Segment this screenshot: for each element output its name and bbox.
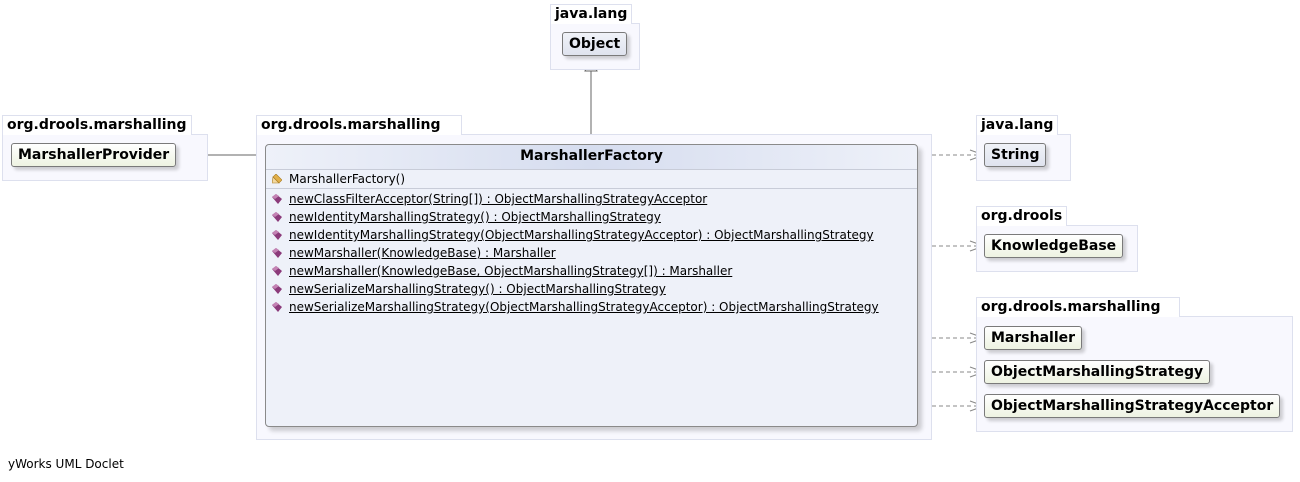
method-signature: newIdentityMarshallingStrategy(ObjectMar… (289, 228, 874, 242)
package-label: java.lang (976, 115, 1059, 135)
package-label: org.drools.marshalling (256, 115, 462, 135)
footer-credit: yWorks UML Doclet (8, 457, 124, 471)
method-member[interactable]: newSerializeMarshallingStrategy() : Obje… (266, 280, 917, 298)
class-object-marshalling-strategy[interactable]: ObjectMarshallingStrategy (984, 360, 1211, 384)
static-method-icon (272, 248, 282, 258)
static-method-icon (272, 302, 282, 312)
class-marshaller-factory[interactable]: MarshallerFactory MarshallerFactory() ne… (265, 144, 918, 427)
method-member[interactable]: newSerializeMarshallingStrategy(ObjectMa… (266, 298, 917, 316)
method-signature: newSerializeMarshallingStrategy(ObjectMa… (289, 300, 879, 314)
method-signature: newSerializeMarshallingStrategy() : Obje… (289, 282, 666, 296)
constructor-section: MarshallerFactory() (266, 170, 917, 189)
method-signature: newMarshaller(KnowledgeBase, ObjectMarsh… (289, 264, 733, 278)
method-member[interactable]: newIdentityMarshallingStrategy(ObjectMar… (266, 226, 917, 244)
class-name: MarshallerFactory (266, 145, 917, 170)
static-method-icon (272, 194, 282, 204)
class-marshaller-provider[interactable]: MarshallerProvider (11, 143, 177, 167)
methods-section: newClassFilterAcceptor(String[]) : Objec… (266, 189, 917, 316)
static-method-icon (272, 212, 282, 222)
package-label: org.drools (976, 206, 1068, 226)
package-label: org.drools.marshalling (976, 297, 1180, 317)
method-signature: newMarshaller(KnowledgeBase) : Marshalle… (289, 246, 556, 260)
class-marshaller[interactable]: Marshaller (984, 326, 1083, 350)
constructor-icon (272, 174, 282, 184)
method-member[interactable]: newMarshaller(KnowledgeBase, ObjectMarsh… (266, 262, 917, 280)
method-member[interactable]: newClassFilterAcceptor(String[]) : Objec… (266, 190, 917, 208)
constructor-signature: MarshallerFactory() (289, 172, 406, 186)
method-member[interactable]: newMarshaller(KnowledgeBase) : Marshalle… (266, 244, 917, 262)
class-object-marshalling-strategy-acceptor[interactable]: ObjectMarshallingStrategyAcceptor (984, 394, 1281, 418)
static-method-icon (272, 230, 282, 240)
method-member[interactable]: newIdentityMarshallingStrategy() : Objec… (266, 208, 917, 226)
method-signature: newIdentityMarshallingStrategy() : Objec… (289, 210, 661, 224)
class-string[interactable]: String (984, 143, 1047, 167)
class-knowledge-base[interactable]: KnowledgeBase (984, 234, 1124, 258)
static-method-icon (272, 266, 282, 276)
static-method-icon (272, 284, 282, 294)
class-object[interactable]: Object (562, 32, 628, 56)
constructor-member[interactable]: MarshallerFactory() (266, 170, 917, 188)
method-signature: newClassFilterAcceptor(String[]) : Objec… (289, 192, 708, 206)
package-label: java.lang (550, 4, 633, 24)
package-label: org.drools.marshalling (2, 115, 192, 135)
